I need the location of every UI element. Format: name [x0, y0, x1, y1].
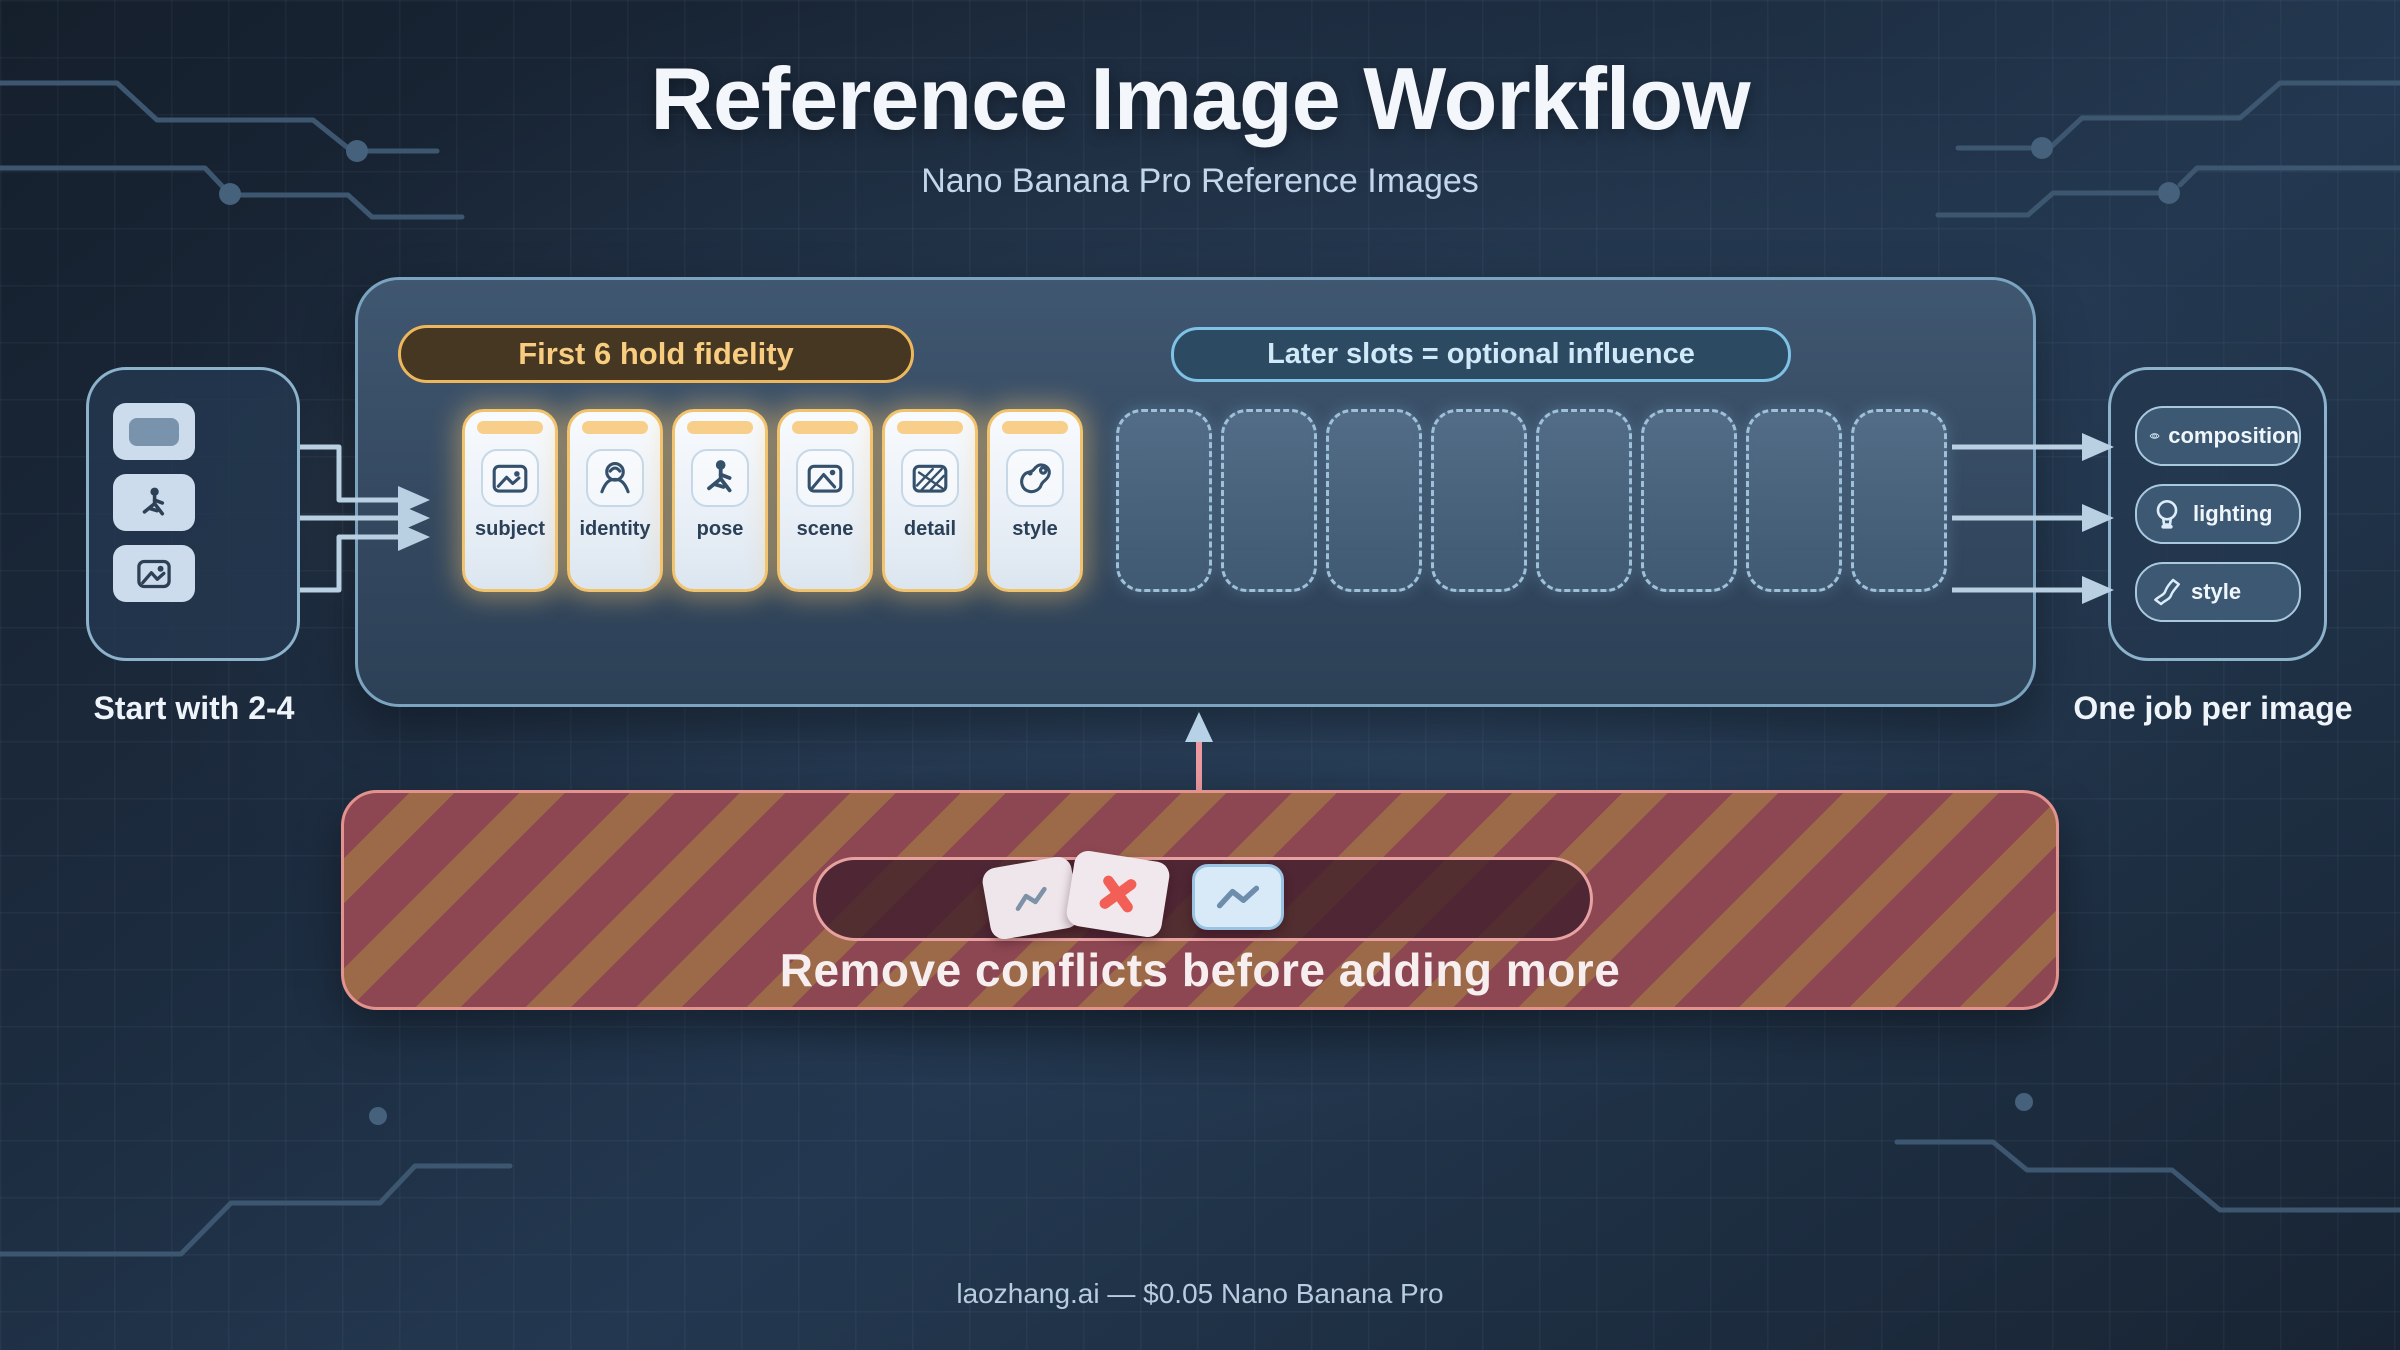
- reference-card-detail: detail: [882, 409, 978, 592]
- empty-slot: [1536, 409, 1632, 592]
- source-tile-image: [113, 545, 195, 602]
- empty-slot: [1431, 409, 1527, 592]
- output-pill-composition: composition: [2135, 406, 2301, 466]
- footer-credit: laozhang.ai — $0.05 Nano Banana Pro: [956, 1278, 1444, 1309]
- conflict-illustration-pill: [813, 848, 1593, 942]
- card-top-bar: [1002, 421, 1068, 434]
- style-blob-icon: [1020, 463, 1051, 494]
- empty-slot: [1641, 409, 1737, 592]
- influence-badge: Later slots = optional influence: [1171, 327, 1791, 382]
- output-jobs-box: composition lighting style: [2108, 367, 2327, 661]
- empty-slot: [1326, 409, 1422, 592]
- card-label: scene: [796, 518, 854, 540]
- eye-icon: [2149, 433, 2160, 439]
- page-subtitle: Nano Banana Pro Reference Images: [921, 162, 1479, 200]
- card-top-bar: [582, 421, 648, 434]
- reference-card-pose: pose: [672, 409, 768, 592]
- person-icon: [600, 462, 630, 494]
- right-caption: One job per image: [2073, 690, 2353, 726]
- image-icon: [492, 464, 528, 493]
- reference-card-scene: scene: [777, 409, 873, 592]
- empty-slot: [1851, 409, 1947, 592]
- warning-message: Remove conflicts before adding more: [779, 944, 1621, 996]
- empty-slot: [1116, 409, 1212, 592]
- card-top-bar: [897, 421, 963, 434]
- page-title: Reference Image Workflow: [650, 49, 1750, 148]
- output-label: composition: [2168, 423, 2299, 448]
- card-label: style: [1012, 518, 1058, 540]
- source-tile-frame: [113, 403, 195, 460]
- pose-icon: [707, 460, 732, 493]
- output-pill-style: style: [2135, 562, 2301, 622]
- source-images-box: [86, 367, 300, 661]
- fidelity-cards-row: subject identity: [462, 409, 1083, 592]
- empty-slot: [1221, 409, 1317, 592]
- image-icon: [137, 559, 171, 588]
- reference-slots-panel: First 6 hold fidelity Later slots = opti…: [355, 277, 2036, 707]
- brush-stroke-icon: [2154, 578, 2180, 606]
- conflict-warning-banner: Remove conflicts before adding more: [341, 790, 2059, 1010]
- conflict-x-icon: [1064, 848, 1172, 940]
- reference-card-identity: identity: [567, 409, 663, 592]
- frame-icon: [129, 417, 179, 446]
- optional-slots-row: [1116, 409, 1947, 592]
- clean-reference-icon: [1192, 864, 1284, 930]
- pose-icon: [142, 487, 165, 515]
- lightbulb-icon: [2156, 499, 2178, 529]
- card-top-bar: [792, 421, 858, 434]
- card-label: subject: [474, 518, 546, 540]
- card-top-bar: [477, 421, 543, 434]
- card-label: identity: [579, 518, 651, 540]
- reference-card-subject: subject: [462, 409, 558, 592]
- fidelity-badge: First 6 hold fidelity: [398, 325, 914, 383]
- output-pill-lighting: lighting: [2135, 484, 2301, 544]
- detail-grid-icon: [912, 464, 948, 493]
- left-caption: Start with 2-4: [93, 690, 295, 726]
- reference-card-zigzag-icon: [980, 854, 1082, 942]
- empty-slot: [1746, 409, 1842, 592]
- reference-card-style: style: [987, 409, 1083, 592]
- source-tile-pose: [113, 474, 195, 531]
- card-top-bar: [687, 421, 753, 434]
- card-label: detail: [903, 518, 957, 540]
- output-label: style: [2191, 579, 2242, 604]
- card-label: pose: [696, 518, 744, 540]
- image-icon: [807, 464, 843, 493]
- output-label: lighting: [2193, 501, 2273, 526]
